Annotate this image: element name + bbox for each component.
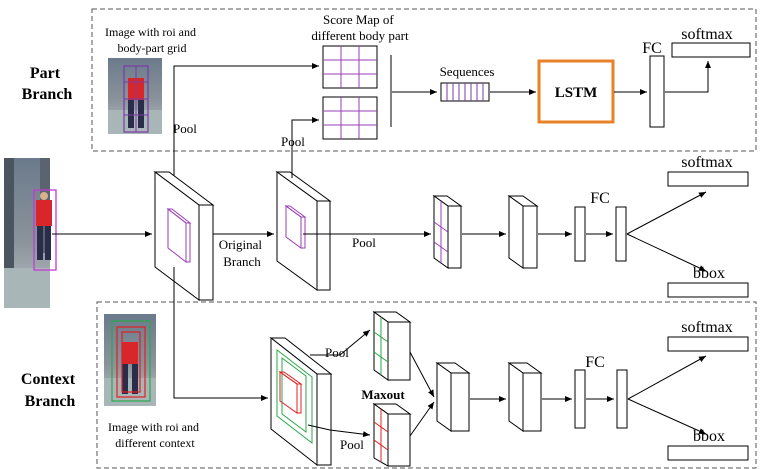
original-fc-layer-2: [615, 206, 627, 262]
part-softmax-label: softmax: [681, 26, 733, 43]
pool-label-part-2: Pool: [281, 134, 305, 149]
pool-label-context-2: Pool: [340, 437, 364, 452]
sequence-bar: [440, 82, 490, 102]
original-fc-block-1: [507, 195, 539, 269]
original-bbox-box: [667, 282, 749, 298]
original-softmax-box: [667, 171, 749, 187]
context-maxout-block: [435, 362, 471, 432]
pool-label-original: Pool: [352, 235, 376, 250]
original-fc-layer-1: [574, 206, 586, 262]
score-map-caption: Score Map of different body part: [311, 12, 409, 43]
part-image-caption: Image with roi and body-part grid: [105, 25, 199, 55]
original-fc-label: FC: [590, 190, 610, 207]
context-branch-title: Context Branch: [21, 371, 79, 410]
original-softmax-label: softmax: [681, 154, 733, 171]
lstm-label: LSTM: [555, 85, 598, 101]
context-green-pooled-block: [372, 311, 412, 381]
context-softmax-box: [667, 336, 749, 352]
part-softmax-box: [671, 42, 751, 58]
context-image-caption: Image with roi and different context: [108, 420, 202, 450]
pool-label-part-1: Pool: [173, 121, 197, 136]
original-pooled-block: [432, 195, 463, 269]
connection-arrows: [52, 61, 711, 438]
part-grid-image: [108, 58, 162, 134]
context-fc-block-1: [507, 362, 543, 432]
conv-feature-block-2: [275, 171, 332, 291]
part-fc-layer: [649, 55, 665, 128]
context-image: [104, 314, 156, 406]
sequences-label: Sequences: [440, 64, 495, 79]
score-map-2: [322, 96, 378, 140]
maxout-label: Maxout: [361, 387, 405, 402]
part-branch-box: [91, 8, 757, 152]
input-pedestrian-image: [4, 158, 57, 308]
part-branch-title: Part Branch: [22, 65, 73, 103]
pool-label-context-1: Pool: [325, 345, 349, 360]
context-red-pooled-block: [372, 403, 412, 467]
conv-feature-block-1: [153, 171, 215, 301]
context-fc-layer-1: [574, 369, 586, 429]
part-fc-label: FC: [642, 40, 662, 57]
score-map-1: [322, 45, 378, 89]
context-bbox-box: [667, 445, 749, 461]
context-softmax-label: softmax: [681, 319, 733, 336]
original-branch-label: Original Branch: [219, 237, 266, 269]
context-fc-layer-2: [616, 369, 628, 429]
context-branch-box: [96, 301, 757, 469]
context-fc-label: FC: [585, 354, 605, 371]
lstm-box: [537, 59, 615, 124]
conv-feature-block-context: [269, 336, 333, 467]
